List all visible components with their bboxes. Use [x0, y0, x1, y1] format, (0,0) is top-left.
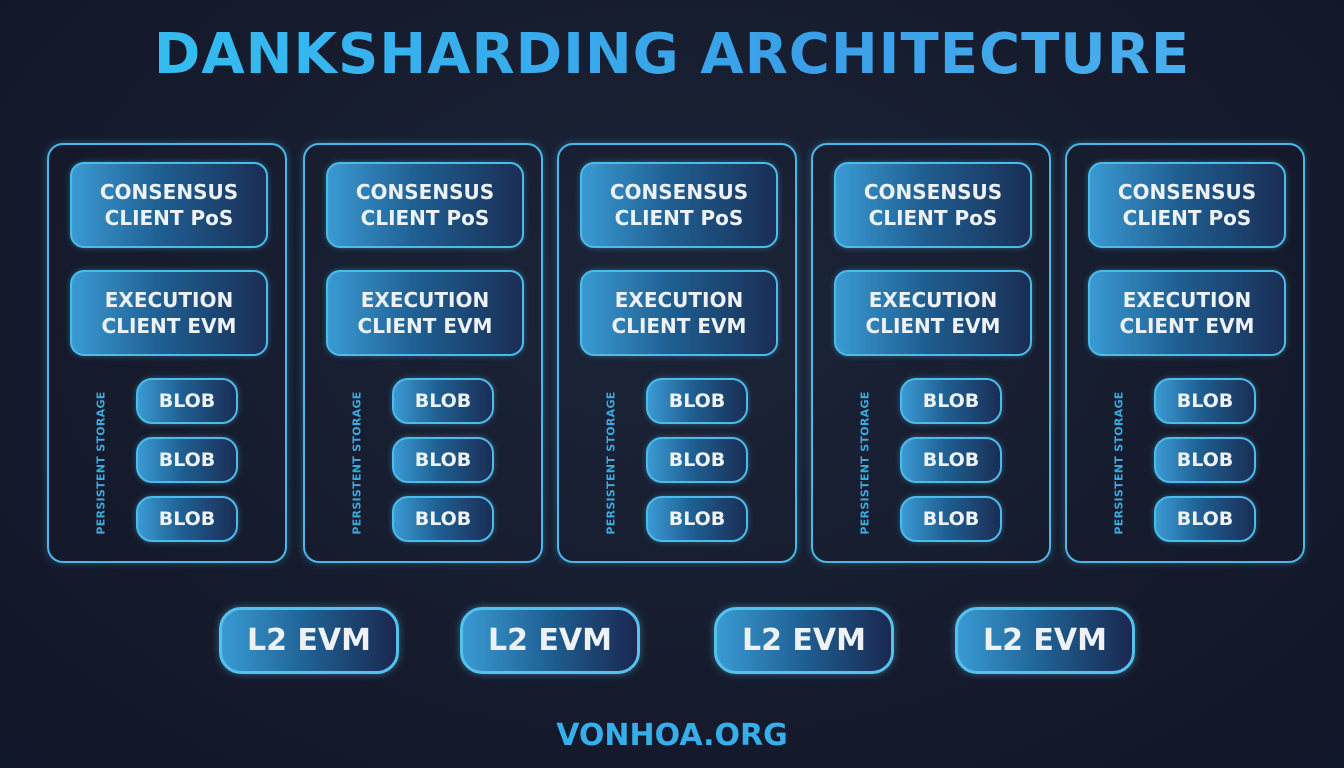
- l2-evm-box: L2 EVM: [955, 607, 1135, 674]
- blob-box: BLOB: [646, 496, 748, 542]
- consensus-line-2: CLIENT PoS: [360, 206, 490, 230]
- execution-line-2: CLIENT EVM: [865, 314, 1001, 338]
- execution-line-1: EXECUTION: [104, 288, 234, 312]
- blob-box: BLOB: [900, 378, 1002, 424]
- persistent-storage-label: PERSISTENT STORAGE: [604, 391, 618, 535]
- blob-box: BLOB: [392, 437, 494, 483]
- execution-line-1: EXECUTION: [1122, 288, 1252, 312]
- blob-box: BLOB: [136, 437, 238, 483]
- blob-box: BLOB: [646, 437, 748, 483]
- l2-evm-box: L2 EVM: [219, 607, 399, 674]
- execution-line-2: CLIENT EVM: [1119, 314, 1255, 338]
- execution-line-1: EXECUTION: [360, 288, 490, 312]
- consensus-line-2: CLIENT PoS: [614, 206, 744, 230]
- consensus-line-2: CLIENT PoS: [1122, 206, 1252, 230]
- consensus-line-1: CONSENSUS: [863, 180, 1003, 204]
- blob-box: BLOB: [392, 496, 494, 542]
- l2-evm-box: L2 EVM: [460, 607, 640, 674]
- blob-box: BLOB: [1154, 496, 1256, 542]
- footer-brand: VONHOA.ORG: [556, 718, 788, 753]
- blob-box: BLOB: [1154, 437, 1256, 483]
- blob-box: BLOB: [900, 496, 1002, 542]
- consensus-line-1: CONSENSUS: [355, 180, 495, 204]
- consensus-line-2: CLIENT PoS: [104, 206, 234, 230]
- persistent-storage-label: PERSISTENT STORAGE: [350, 391, 364, 535]
- consensus-line-1: CONSENSUS: [99, 180, 239, 204]
- blob-box: BLOB: [900, 437, 1002, 483]
- blob-box: BLOB: [136, 496, 238, 542]
- page-title: DANKSHARDING ARCHITECTURE: [0, 22, 1344, 87]
- persistent-storage-label: PERSISTENT STORAGE: [1112, 391, 1126, 535]
- consensus-line-1: CONSENSUS: [609, 180, 749, 204]
- persistent-storage-label: PERSISTENT STORAGE: [94, 391, 108, 535]
- execution-line-1: EXECUTION: [868, 288, 998, 312]
- persistent-storage-label: PERSISTENT STORAGE: [858, 391, 872, 535]
- blob-box: BLOB: [1154, 378, 1256, 424]
- l2-evm-box: L2 EVM: [714, 607, 894, 674]
- execution-line-2: CLIENT EVM: [357, 314, 493, 338]
- execution-line-2: CLIENT EVM: [101, 314, 237, 338]
- execution-line-2: CLIENT EVM: [611, 314, 747, 338]
- consensus-line-2: CLIENT PoS: [868, 206, 998, 230]
- blob-box: BLOB: [392, 378, 494, 424]
- execution-line-1: EXECUTION: [614, 288, 744, 312]
- blob-box: BLOB: [136, 378, 238, 424]
- consensus-line-1: CONSENSUS: [1117, 180, 1257, 204]
- blob-box: BLOB: [646, 378, 748, 424]
